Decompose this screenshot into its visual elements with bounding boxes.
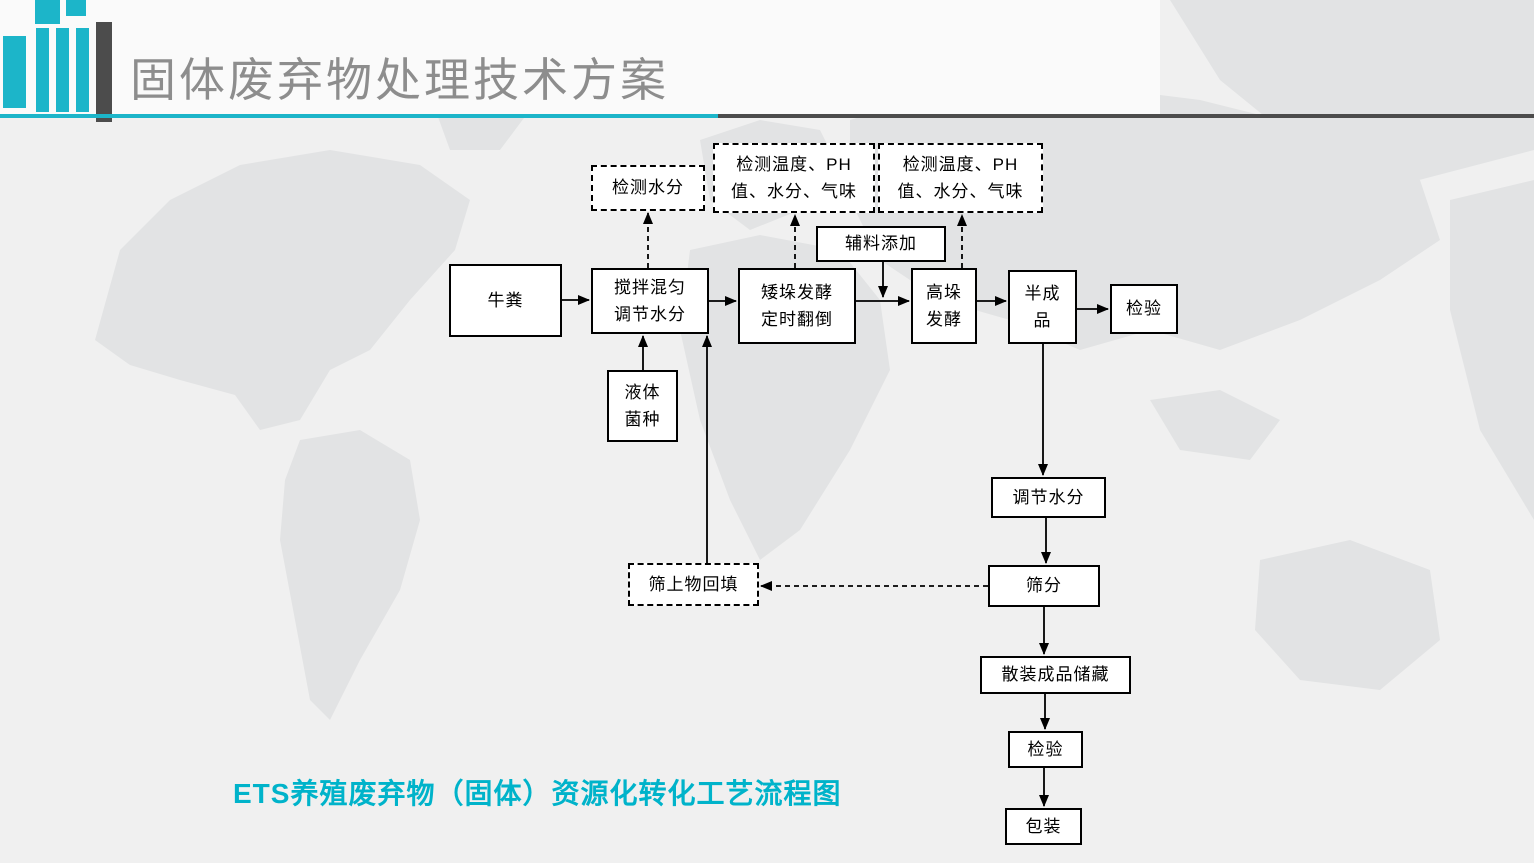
deco-dark-bar — [96, 22, 112, 122]
deco-teal-bar-3 — [76, 28, 89, 112]
deco-teal-bar-wide — [3, 36, 26, 108]
node-inspection-1: 检验 — [1110, 284, 1178, 334]
header-divider-teal — [0, 114, 718, 118]
node-packaging: 包装 — [1005, 808, 1082, 845]
node-adjust-moisture: 调节水分 — [991, 477, 1106, 518]
node-liquid-strain: 液体 菌种 — [607, 370, 678, 442]
node-auxiliary-add: 辅料添加 — [816, 226, 946, 262]
node-detect-temp-ph-2: 检测温度、PH 值、水分、气味 — [878, 143, 1043, 213]
node-cow-dung: 牛粪 — [449, 264, 562, 337]
deco-teal-bar-2 — [56, 28, 69, 112]
header-band — [0, 0, 1160, 114]
page-title: 固体废弃物处理技术方案 — [130, 54, 669, 106]
node-detect-moisture: 检测水分 — [591, 165, 705, 211]
node-low-pile-fermentation: 矮垛发酵 定时翻倒 — [738, 268, 856, 344]
node-inspection-2: 检验 — [1008, 731, 1083, 768]
node-detect-temp-ph-1: 检测温度、PH 值、水分、气味 — [713, 143, 875, 213]
node-high-pile-fermentation: 高垛 发酵 — [911, 268, 977, 344]
deco-teal-square-2 — [66, 0, 86, 16]
flowchart-caption: ETS养殖废弃物（固体）资源化转化工艺流程图 — [233, 778, 842, 809]
node-bulk-storage: 散装成品储藏 — [980, 656, 1131, 694]
node-mix-adjust-moisture: 搅拌混匀 调节水分 — [591, 268, 709, 334]
node-oversize-backfill: 筛上物回填 — [628, 563, 759, 606]
node-semi-product: 半成 品 — [1008, 270, 1077, 344]
header-divider-dark — [718, 114, 1534, 118]
node-screening: 筛分 — [988, 565, 1100, 607]
deco-teal-square-1 — [35, 0, 60, 24]
deco-teal-bar-1 — [36, 28, 49, 112]
